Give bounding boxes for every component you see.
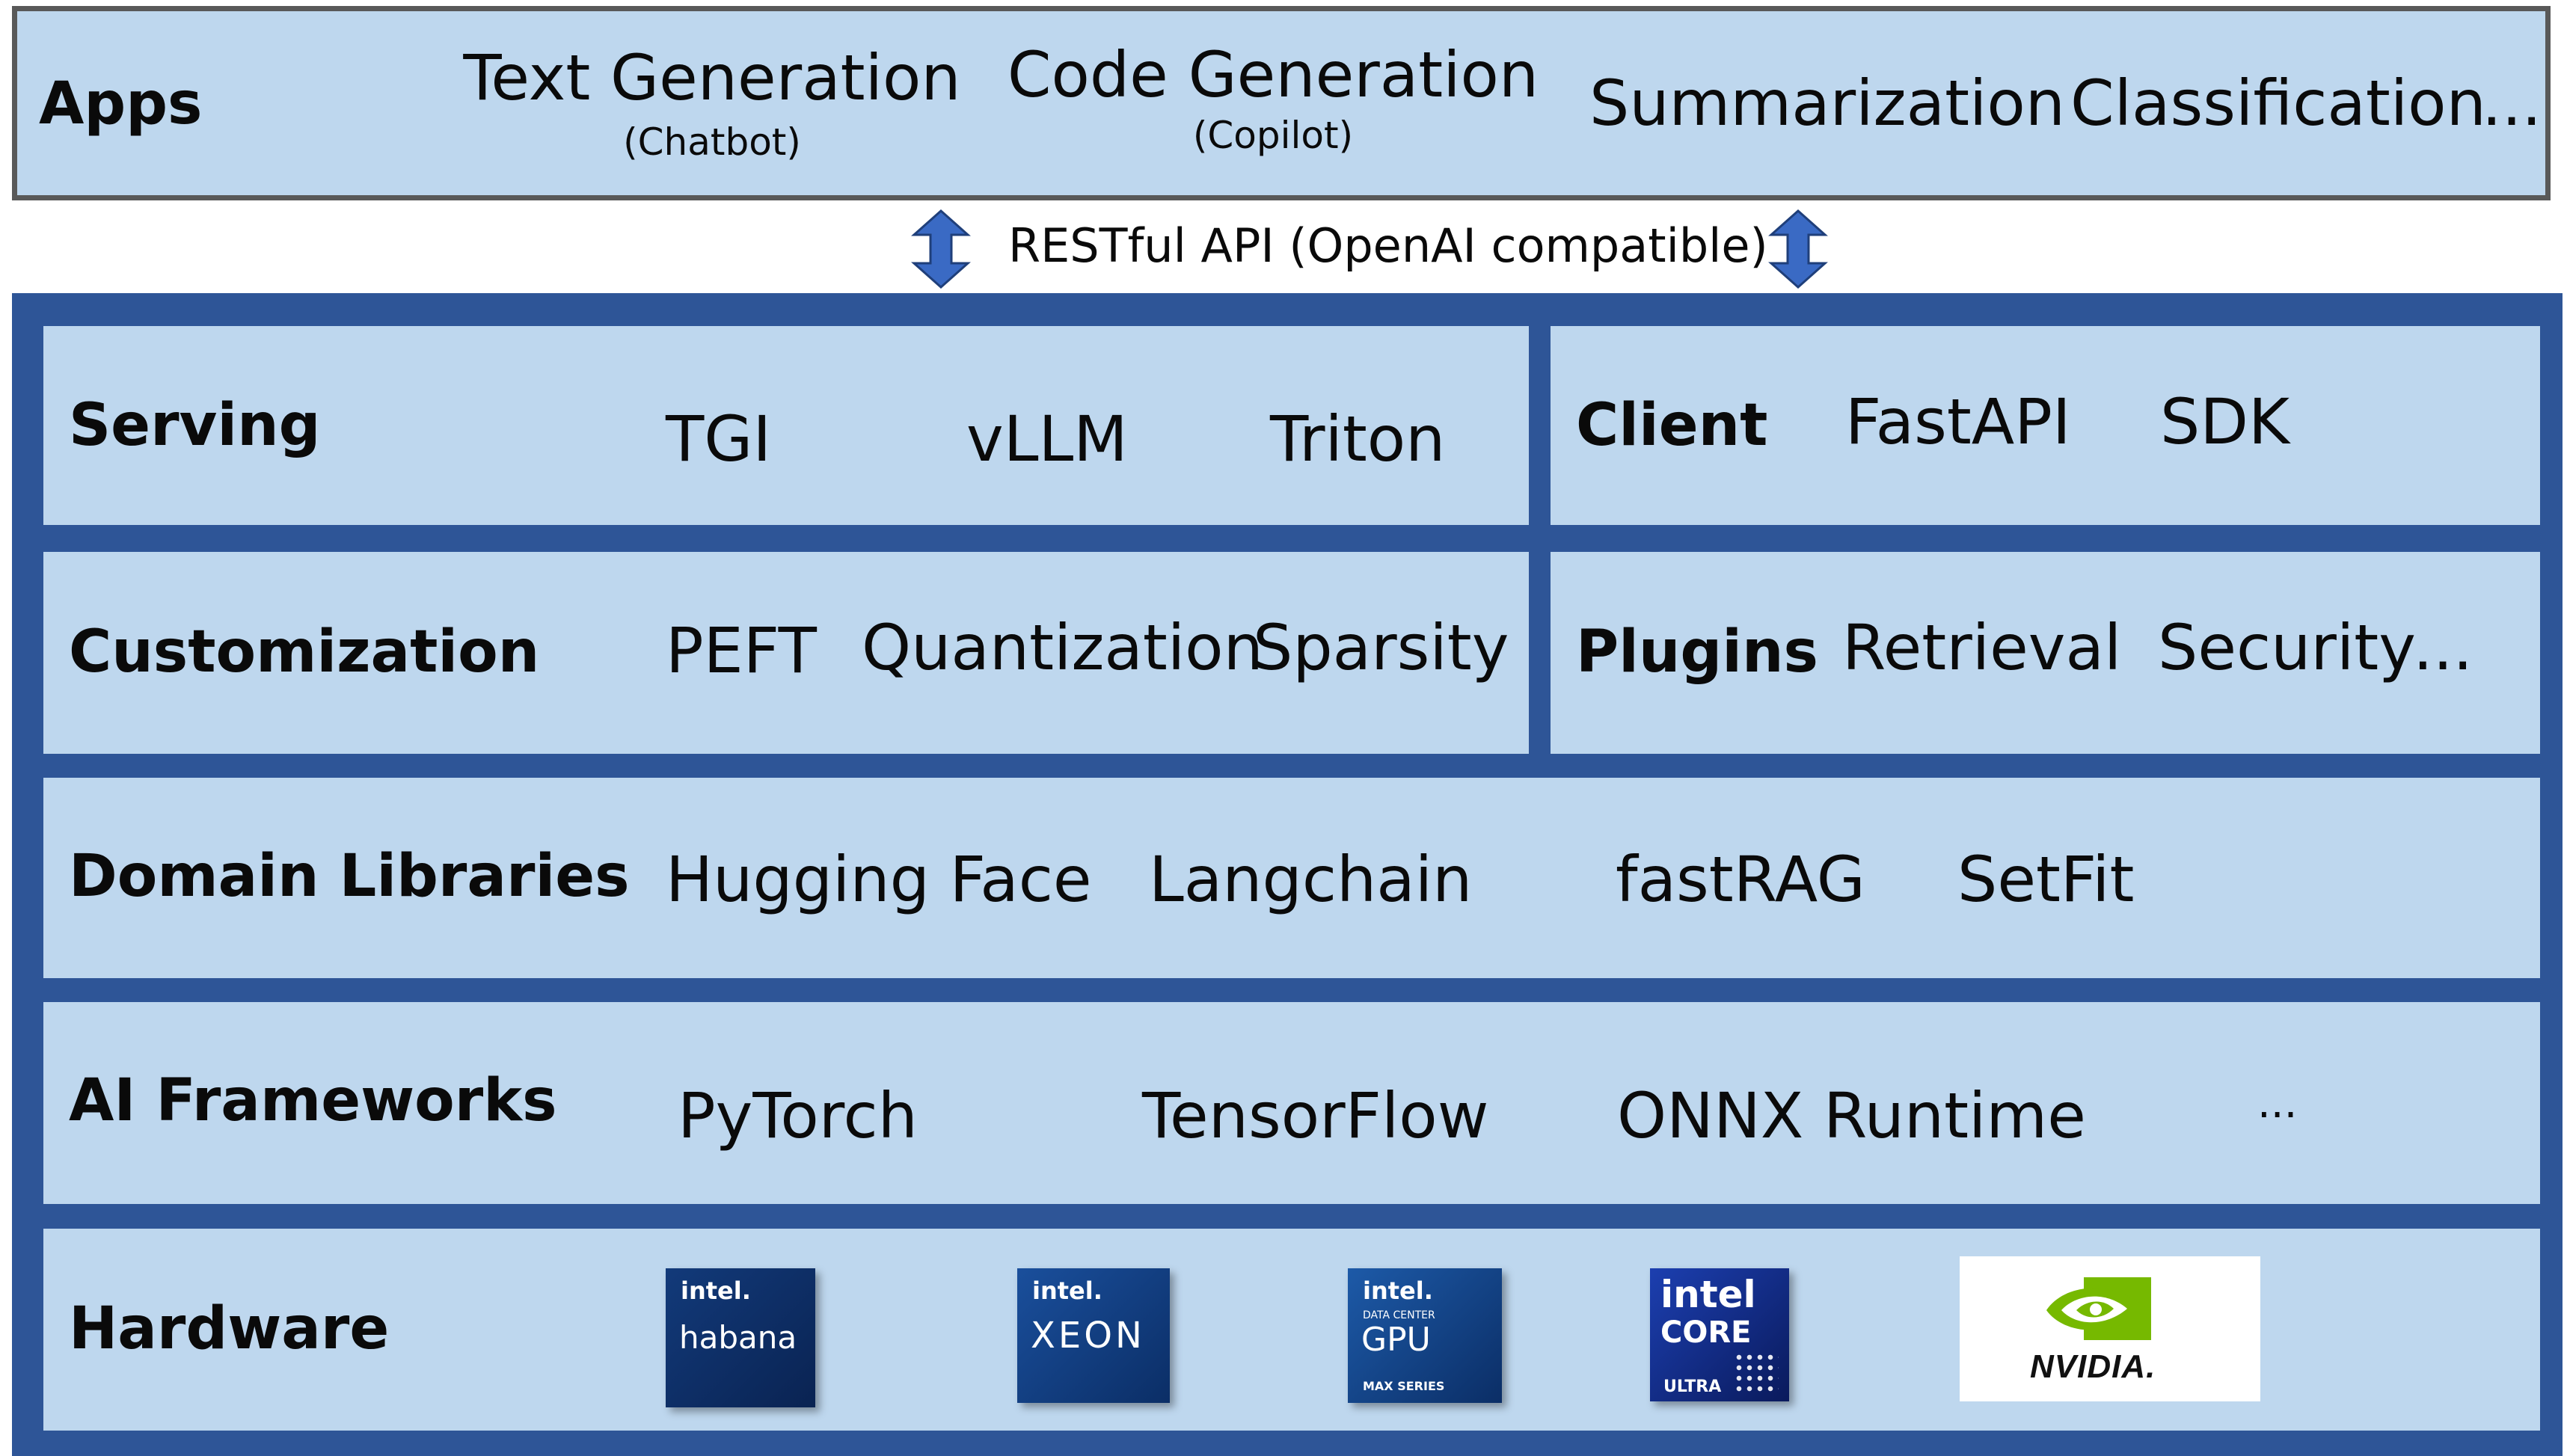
plugins-security: Security [2158, 611, 2416, 684]
domain-hugging-face: Hugging Face [666, 843, 1092, 916]
domain-libraries-panel [43, 778, 2540, 978]
plugins-retrieval: Retrieval [1842, 611, 2122, 684]
double-arrow-left-icon [911, 209, 971, 289]
serving-vllm: vLLM [966, 402, 1128, 476]
serving-label: Serving [69, 392, 321, 459]
client-panel [1551, 326, 2540, 525]
customization-quantization: Quantization [862, 611, 1263, 684]
client-fastapi: FastAPI [1845, 385, 2071, 458]
framework-tensorflow: TensorFlow [1142, 1079, 1489, 1152]
framework-more: ... [2257, 1079, 2298, 1128]
intel-gpu-logo: intel. DATA CENTER GPU MAX SERIES [1348, 1268, 1502, 1403]
app-summarization: Summarization [1589, 67, 2066, 140]
client-label: Client [1576, 392, 1768, 459]
serving-triton: Triton [1270, 402, 1446, 476]
framework-onnx-runtime: ONNX Runtime [1617, 1079, 2086, 1152]
serving-panel [43, 326, 1529, 525]
customization-peft: PEFT [666, 614, 817, 687]
apps-layer [12, 6, 2551, 200]
app-text-generation-sub: (Chatbot) [623, 120, 801, 164]
customization-sparsity: Sparsity [1253, 611, 1509, 684]
plugins-panel [1551, 552, 2540, 754]
domain-libraries-label: Domain Libraries [69, 843, 630, 910]
customization-panel [43, 552, 1529, 754]
client-sdk: SDK [2160, 385, 2290, 458]
double-arrow-right-icon [1768, 209, 1828, 289]
framework-pytorch: PyTorch [678, 1079, 918, 1152]
domain-langchain: Langchain [1149, 843, 1473, 916]
nvidia-eye-icon [2046, 1277, 2151, 1340]
apps-label: Apps [39, 70, 203, 138]
plugins-more: ... [2413, 611, 2473, 684]
api-label: RESTful API (OpenAI compatible) [1008, 218, 1768, 273]
app-code-generation-sub: (Copilot) [1192, 114, 1354, 157]
intel-core-ultra-logo: intel CORE ULTRA [1650, 1268, 1789, 1401]
serving-tgi: TGI [666, 402, 772, 476]
nvidia-logo: NVIDIA. [1960, 1256, 2260, 1401]
hardware-label: Hardware [69, 1295, 390, 1363]
domain-fastrag: fastRAG [1616, 843, 1865, 916]
customization-label: Customization [69, 618, 540, 686]
plugins-label: Plugins [1576, 618, 1818, 686]
intel-habana-logo: intel. habana [666, 1268, 815, 1407]
app-more: ... [2482, 67, 2542, 140]
intel-xeon-logo: intel. XEON [1017, 1268, 1170, 1403]
ai-frameworks-panel [43, 1002, 2540, 1204]
ai-frameworks-label: AI Frameworks [69, 1067, 557, 1134]
app-code-generation: Code Generation [1007, 38, 1539, 111]
app-text-generation: Text Generation [463, 41, 961, 114]
domain-setfit: SetFit [1957, 843, 2135, 916]
app-classification: Classification [2070, 67, 2486, 140]
